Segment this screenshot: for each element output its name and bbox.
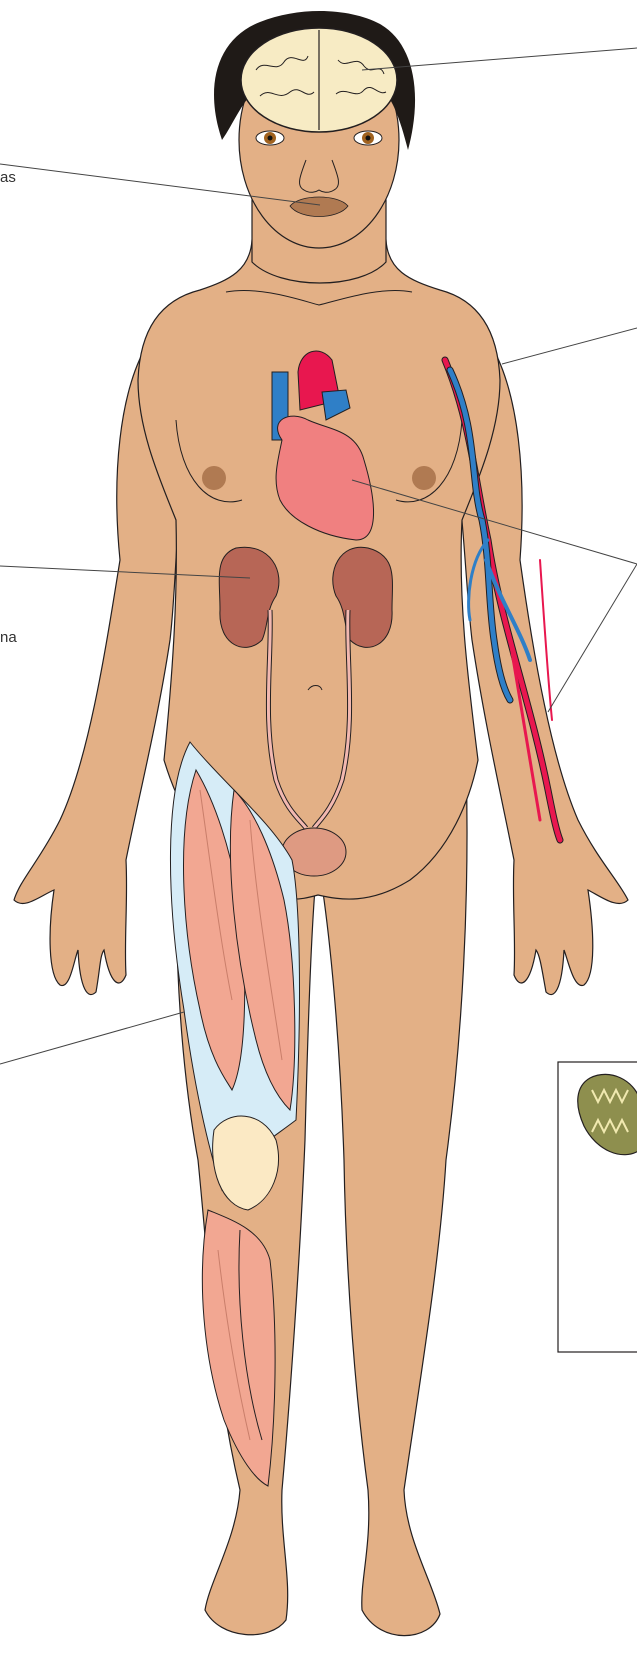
brain-icon bbox=[241, 28, 397, 132]
left-nipple bbox=[202, 466, 226, 490]
label-fragment-upper: as bbox=[0, 169, 16, 186]
right-nipple bbox=[412, 466, 436, 490]
label-fragment-middle: na bbox=[0, 629, 17, 646]
